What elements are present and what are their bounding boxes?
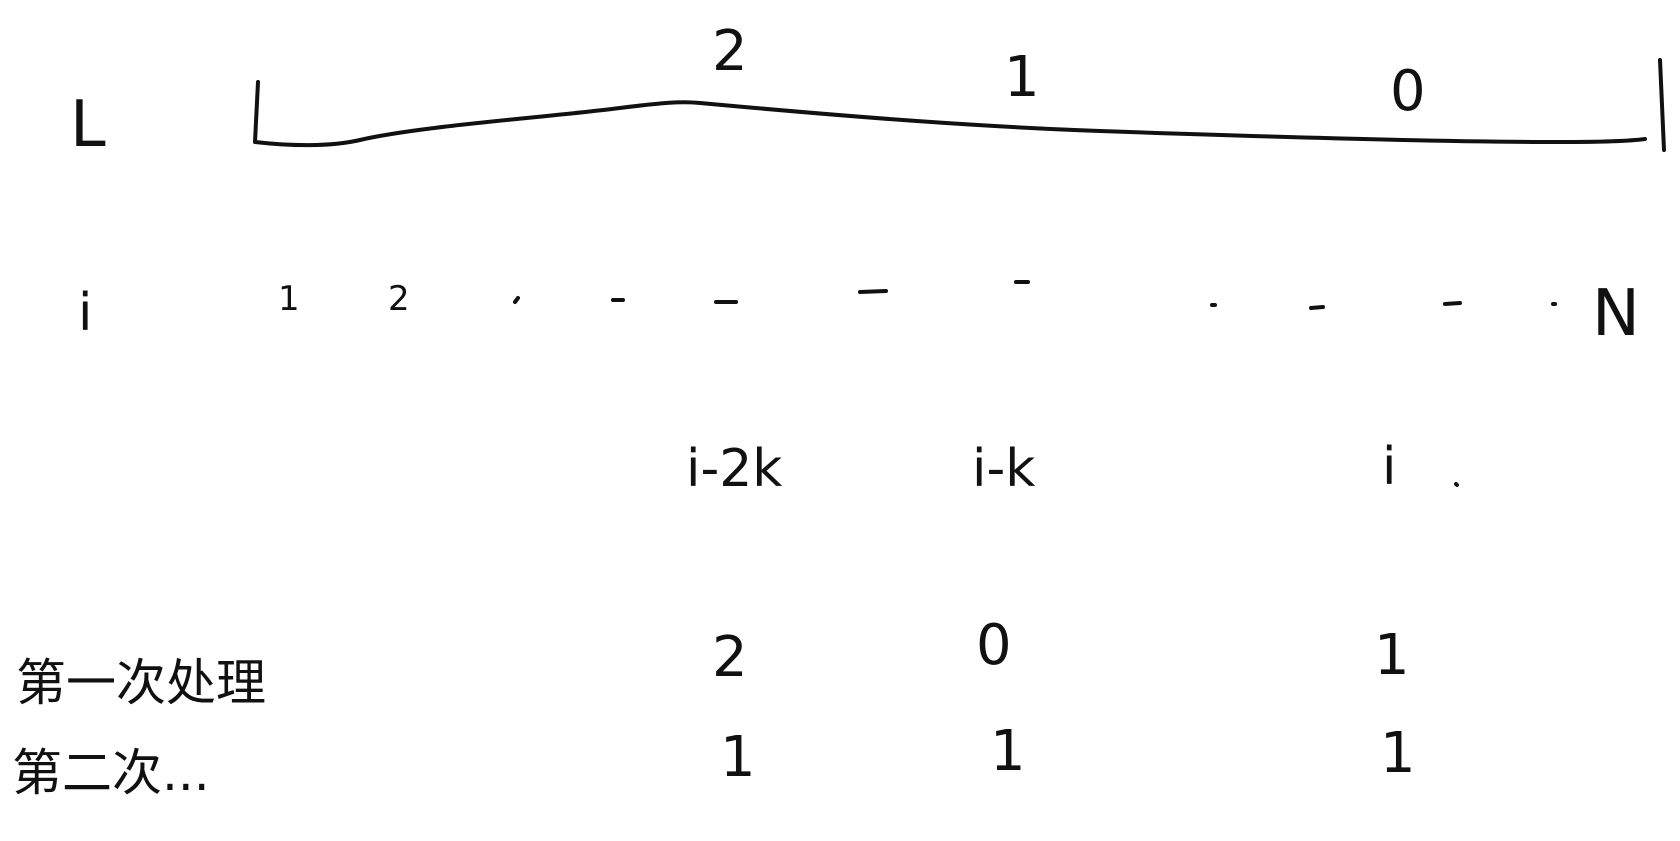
index-n: N (1592, 277, 1640, 351)
row2-value-1a: 1 (720, 725, 756, 790)
bracket-number-0: 0 (1390, 59, 1426, 124)
row1-value-0: 0 (976, 613, 1012, 678)
row-label-first: 第一次处理 (16, 654, 266, 712)
row1-value-1: 1 (1374, 623, 1410, 688)
row2-value-1c: 1 (1380, 721, 1416, 786)
position-i: i (1382, 437, 1396, 497)
segment-bracket (253, 58, 1666, 152)
bracket-number-1: 1 (1004, 45, 1040, 110)
row-label-second: 第二次... (12, 744, 210, 802)
index-2: 2 (388, 279, 410, 319)
i-axis-label: i (78, 283, 92, 343)
row1-value-2: 2 (712, 625, 748, 690)
position-i-2k: i-2k (686, 439, 782, 499)
bracket-number-2: 2 (712, 19, 748, 84)
l-label: L (70, 88, 106, 162)
position-i-k: i-k (972, 439, 1035, 499)
index-1: 1 (278, 279, 300, 319)
index-ellipsis (513, 280, 1557, 310)
position-i-dot (1454, 482, 1459, 487)
row2-value-1b: 1 (990, 719, 1026, 784)
